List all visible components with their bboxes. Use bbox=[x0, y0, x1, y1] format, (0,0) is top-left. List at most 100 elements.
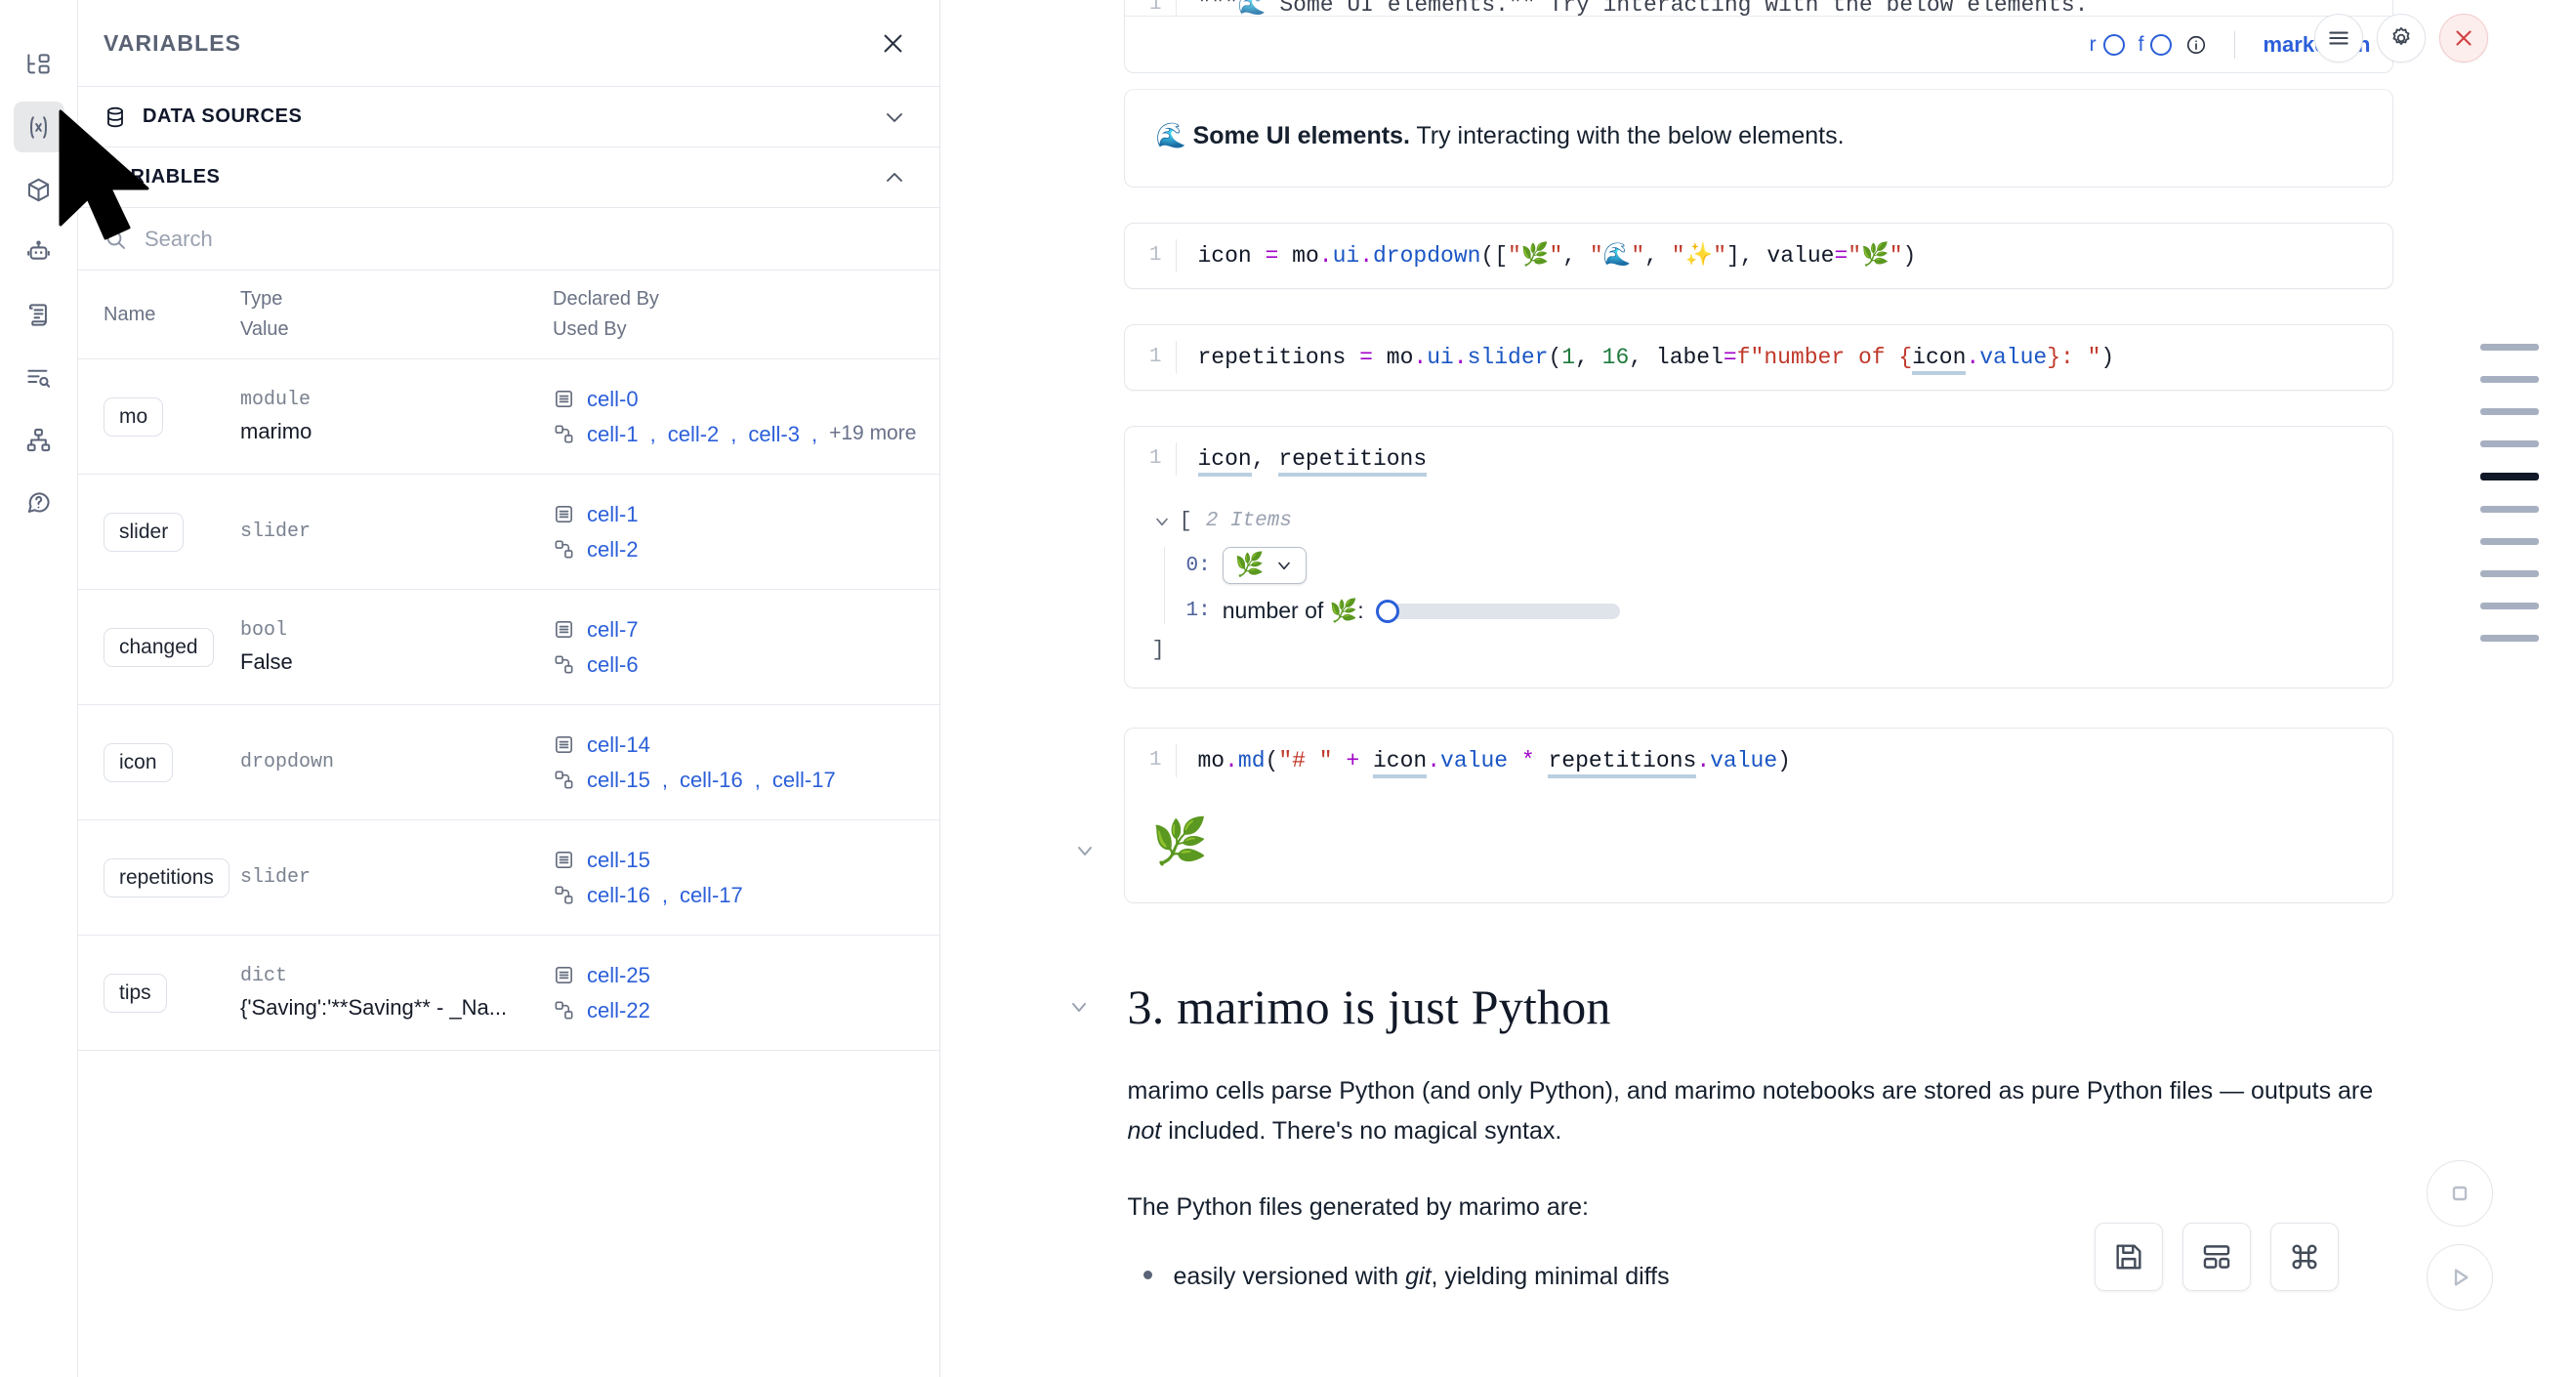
r-toggle-circle[interactable] bbox=[2102, 33, 2125, 56]
code-token: value bbox=[1440, 748, 1509, 773]
ui-cell-code[interactable]: 1 icon, repetitions bbox=[1123, 426, 2393, 491]
bullet-1-part-a: easily versioned with bbox=[1173, 1263, 1406, 1290]
declared-by-line: cell-15 bbox=[553, 843, 922, 877]
array-index-0: 0: bbox=[1185, 554, 1211, 577]
minimap-tick[interactable] bbox=[2480, 440, 2539, 447]
code-token: ) bbox=[1902, 243, 1917, 269]
declared-by-cell-link[interactable]: cell-7 bbox=[587, 617, 639, 643]
cell-variable-name: tips bbox=[78, 973, 240, 1013]
declared-by-cell-link[interactable]: cell-1 bbox=[587, 502, 639, 527]
used-by-cell-link[interactable]: cell-2 bbox=[667, 421, 720, 446]
info-icon[interactable] bbox=[2185, 34, 2207, 56]
markdown-rest-text: Try interacting with the below elements. bbox=[1409, 122, 1845, 149]
floating-toolbar bbox=[2095, 1223, 2339, 1291]
declared-by-cell-link[interactable]: cell-0 bbox=[587, 387, 639, 412]
stop-button[interactable] bbox=[2427, 1160, 2493, 1227]
declared-by-line: cell-25 bbox=[553, 958, 922, 992]
sidebar-item-variables[interactable] bbox=[13, 102, 64, 152]
code-token: , bbox=[1562, 243, 1590, 269]
toggle-format-f[interactable]: f bbox=[2139, 33, 2173, 57]
search-input[interactable] bbox=[145, 226, 914, 252]
array-close-bracket: ] bbox=[1151, 638, 1165, 662]
variable-name-pill[interactable]: icon bbox=[104, 742, 173, 782]
used-by-cell-link[interactable]: cell-1 bbox=[587, 421, 639, 446]
minimap-tick[interactable] bbox=[2480, 570, 2539, 577]
variable-name-pill[interactable]: changed bbox=[104, 627, 214, 667]
f-toggle-circle[interactable] bbox=[2150, 33, 2173, 56]
used-by-more-label[interactable]: +19 more bbox=[829, 422, 917, 445]
variable-type: module bbox=[240, 389, 312, 411]
minimap-tick-current[interactable] bbox=[2480, 473, 2539, 480]
declared-by-cell-link[interactable]: cell-15 bbox=[587, 848, 650, 873]
minimap-tick[interactable] bbox=[2480, 506, 2539, 513]
variable-name-pill[interactable]: repetitions bbox=[104, 857, 229, 897]
cell-type-value: dict{'Saving':'**Saving** - _Na... bbox=[240, 962, 553, 1023]
section-fold-toggle[interactable] bbox=[1067, 995, 1091, 1019]
sidebar-item-outline-search[interactable] bbox=[14, 352, 64, 402]
slider-widget[interactable] bbox=[1375, 599, 1620, 623]
code-token: = bbox=[1265, 243, 1279, 269]
declared-by-cell-link[interactable]: cell-25 bbox=[587, 963, 650, 988]
column-header-type: Type bbox=[240, 288, 283, 310]
sidebar-item-dependency-graph[interactable] bbox=[14, 414, 64, 465]
file-explorer-icon bbox=[27, 53, 50, 73]
minimap-tick[interactable] bbox=[2480, 408, 2539, 415]
code-token bbox=[1278, 243, 1292, 269]
variable-name-pill[interactable]: mo bbox=[104, 396, 164, 437]
variable-name-pill[interactable]: tips bbox=[104, 973, 167, 1013]
dropdown-widget[interactable]: 🌿 bbox=[1222, 547, 1307, 584]
array-index-1: 1: bbox=[1185, 600, 1211, 622]
save-button[interactable] bbox=[2095, 1223, 2163, 1291]
variable-name-pill[interactable]: slider bbox=[104, 512, 185, 552]
used-by-cell-link[interactable]: cell-22 bbox=[587, 997, 650, 1022]
used-by-cell-link[interactable]: cell-17 bbox=[679, 882, 743, 907]
minimap-tick[interactable] bbox=[2480, 538, 2539, 545]
run-button[interactable] bbox=[2427, 1244, 2493, 1311]
minimap-tick[interactable] bbox=[2480, 376, 2539, 383]
used-by-cell-link[interactable]: cell-3 bbox=[748, 421, 800, 446]
used-by-cell-link[interactable]: cell-15 bbox=[587, 767, 650, 792]
minimap-tick[interactable] bbox=[2480, 603, 2539, 609]
code-token bbox=[1535, 748, 1549, 773]
minimap-tick[interactable] bbox=[2480, 344, 2539, 351]
minimap-tick[interactable] bbox=[2480, 635, 2539, 642]
chevron-up-icon[interactable] bbox=[883, 166, 906, 189]
used-by-cell-link[interactable]: cell-2 bbox=[587, 536, 639, 562]
variable-type: slider bbox=[240, 520, 312, 543]
cell-fold-toggle[interactable] bbox=[1073, 839, 1097, 862]
used-by-cell-link[interactable]: cell-6 bbox=[587, 651, 639, 677]
code-token: ( bbox=[1548, 345, 1562, 370]
md-cell-code[interactable]: 1 mo.md("# " + icon.value * repetitions.… bbox=[1123, 728, 2393, 793]
command-palette-button[interactable] bbox=[2270, 1223, 2339, 1291]
sidebar-item-help[interactable] bbox=[14, 477, 64, 527]
sidebar-item-file-explorer[interactable] bbox=[14, 39, 64, 90]
panel-close-button[interactable] bbox=[880, 30, 906, 57]
section-variables[interactable]: VARIABLES bbox=[78, 147, 939, 208]
line-number: 1 bbox=[1148, 346, 1162, 368]
cell-menu-button[interactable] bbox=[2314, 14, 2363, 63]
slider-track[interactable] bbox=[1383, 603, 1620, 619]
used-by-cell-link[interactable]: cell-16 bbox=[587, 882, 650, 907]
used-by-cell-link[interactable]: cell-16 bbox=[679, 767, 743, 792]
sidebar-item-packages[interactable] bbox=[14, 164, 64, 215]
notebook-minimap[interactable] bbox=[2471, 344, 2549, 667]
sidebar-item-scratchpad[interactable] bbox=[14, 289, 64, 340]
layout-button[interactable] bbox=[2182, 1223, 2251, 1291]
used-by-line: cell-6 bbox=[553, 647, 922, 682]
cell-delete-button[interactable] bbox=[2439, 14, 2488, 63]
slider-knob[interactable] bbox=[1375, 599, 1399, 623]
toggle-reactive-r[interactable]: r bbox=[2090, 33, 2125, 57]
cell-action-buttons bbox=[2314, 14, 2488, 63]
markdown-source-line[interactable]: 1 """🌊 Some UI elements."" Try interacti… bbox=[1125, 0, 2392, 16]
chevron-down-icon[interactable] bbox=[1152, 512, 1172, 531]
used-by-cell-link[interactable]: cell-17 bbox=[771, 767, 836, 792]
chevron-down-icon[interactable] bbox=[883, 105, 906, 129]
cell-settings-button[interactable] bbox=[2377, 14, 2426, 63]
section-data-sources[interactable]: DATA SOURCES bbox=[78, 87, 939, 147]
sidebar-item-ai-assistant[interactable] bbox=[14, 227, 64, 277]
declared-by-cell-link[interactable]: cell-14 bbox=[587, 732, 650, 758]
column-header-value: Value bbox=[240, 318, 289, 340]
